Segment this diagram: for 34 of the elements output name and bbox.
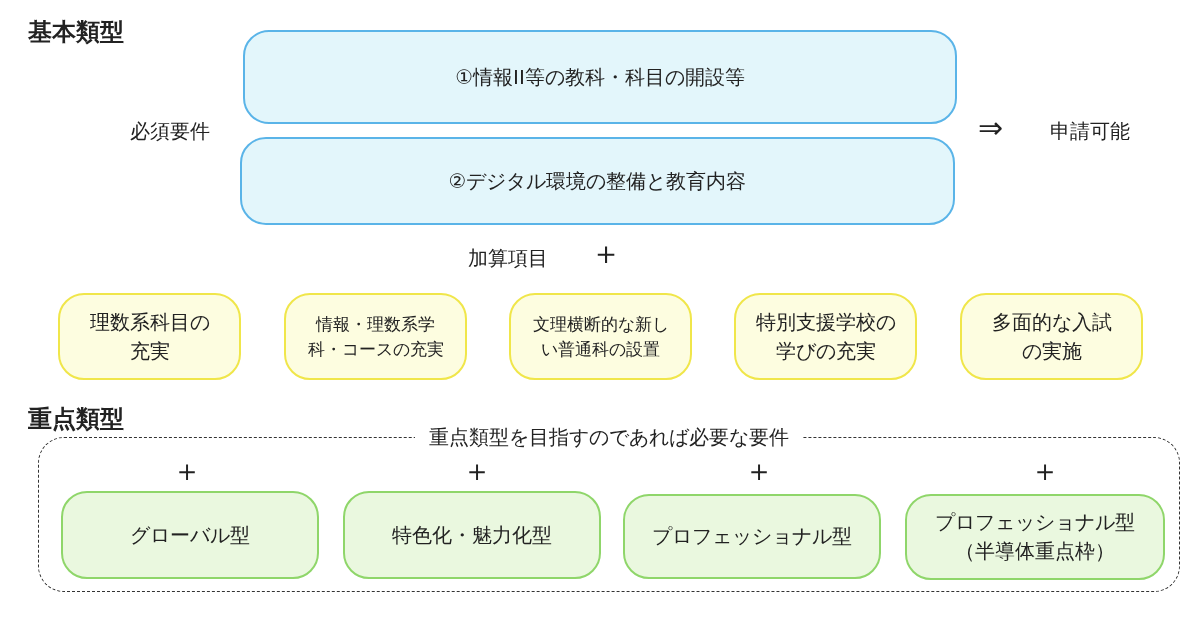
box-text: 情報・理数系学科・コースの充実	[306, 312, 445, 361]
type-box	[905, 494, 1165, 580]
box-text: ①情報II等の教科・科目の開設等	[454, 63, 746, 91]
box-text: 特別支援学校の学びの充実	[754, 308, 897, 365]
label-text: 加算項目	[468, 245, 548, 272]
arrow-symbol: ⇒	[978, 110, 1004, 145]
label-text: 申請可能	[1050, 118, 1130, 145]
plus-sign: ＋	[590, 233, 622, 274]
plus-sign: ＋	[1030, 452, 1060, 490]
box-text: ②デジタル環境の整備と教育内容	[447, 167, 748, 195]
requirement-box	[243, 30, 957, 124]
type-box	[343, 491, 601, 579]
box-text: プロフェッショナル型	[651, 523, 853, 550]
bonus-item-box	[284, 293, 467, 380]
box-text: 特色化・魅力化型	[391, 521, 553, 549]
box-text: 文理横断的な新しい普通科の設置	[531, 312, 670, 361]
type-box	[61, 491, 319, 579]
section-heading: 重点類型	[28, 404, 124, 435]
requirement-box	[240, 137, 955, 225]
box-text: グローバル型	[129, 521, 251, 549]
box-text: 理数系科目の充実	[88, 308, 211, 365]
label-text: 必須要件	[130, 118, 210, 145]
bonus-item-box	[509, 293, 692, 380]
plus-sign: ＋	[744, 452, 774, 490]
type-box	[623, 494, 881, 579]
bonus-item-box	[960, 293, 1143, 380]
bonus-item-box	[734, 293, 917, 380]
box-text: プロフェッショナル型（半導体重点枠）	[934, 509, 1136, 565]
plus-sign: ＋	[172, 452, 202, 490]
bonus-item-box	[58, 293, 241, 380]
plus-sign: ＋	[462, 452, 492, 490]
box-text: 多面的な入試の実施	[990, 308, 1113, 365]
group-heading: 重点類型を目指すのであれば必要な要件	[415, 424, 803, 450]
section-heading: 基本類型	[28, 17, 124, 48]
